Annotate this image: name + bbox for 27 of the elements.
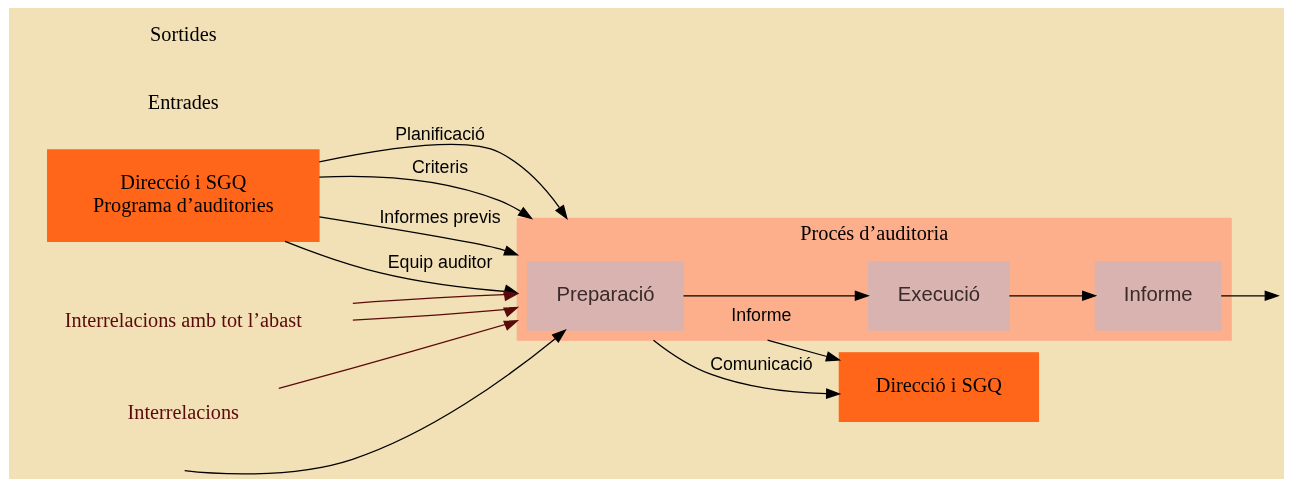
arrow [766,339,841,362]
edge-label: Informe [730,305,791,326]
node-box: Preparació [526,260,684,331]
arrow [351,290,519,304]
node-box: Direcció i SGQ [838,352,1039,422]
arrow [652,339,841,399]
arrow [1220,290,1280,302]
label: Sortides [149,22,217,45]
node-box: Direcció i SGQ Programa d’auditories [46,149,320,242]
arrow [318,143,568,221]
edge-label: Criteris [411,157,468,178]
node-box: Informe [1094,260,1222,331]
edge-label: Equip auditor [387,252,492,273]
arrow [1008,290,1097,302]
arrow [318,216,519,256]
edge-label: Comunicació [709,353,813,374]
arrow [183,329,567,475]
edge-label: Planificació [394,124,485,145]
arrow [318,175,533,220]
node-text: Interrelacions amb tot l’abast [64,309,302,332]
arrow [277,320,519,389]
arrow [351,306,519,321]
node-text: Interrelacions [127,400,239,423]
edge-label: Informes previs [378,206,501,227]
label: Entrades [147,91,219,114]
arrow [682,290,870,302]
node-box: Execució [867,260,1010,331]
